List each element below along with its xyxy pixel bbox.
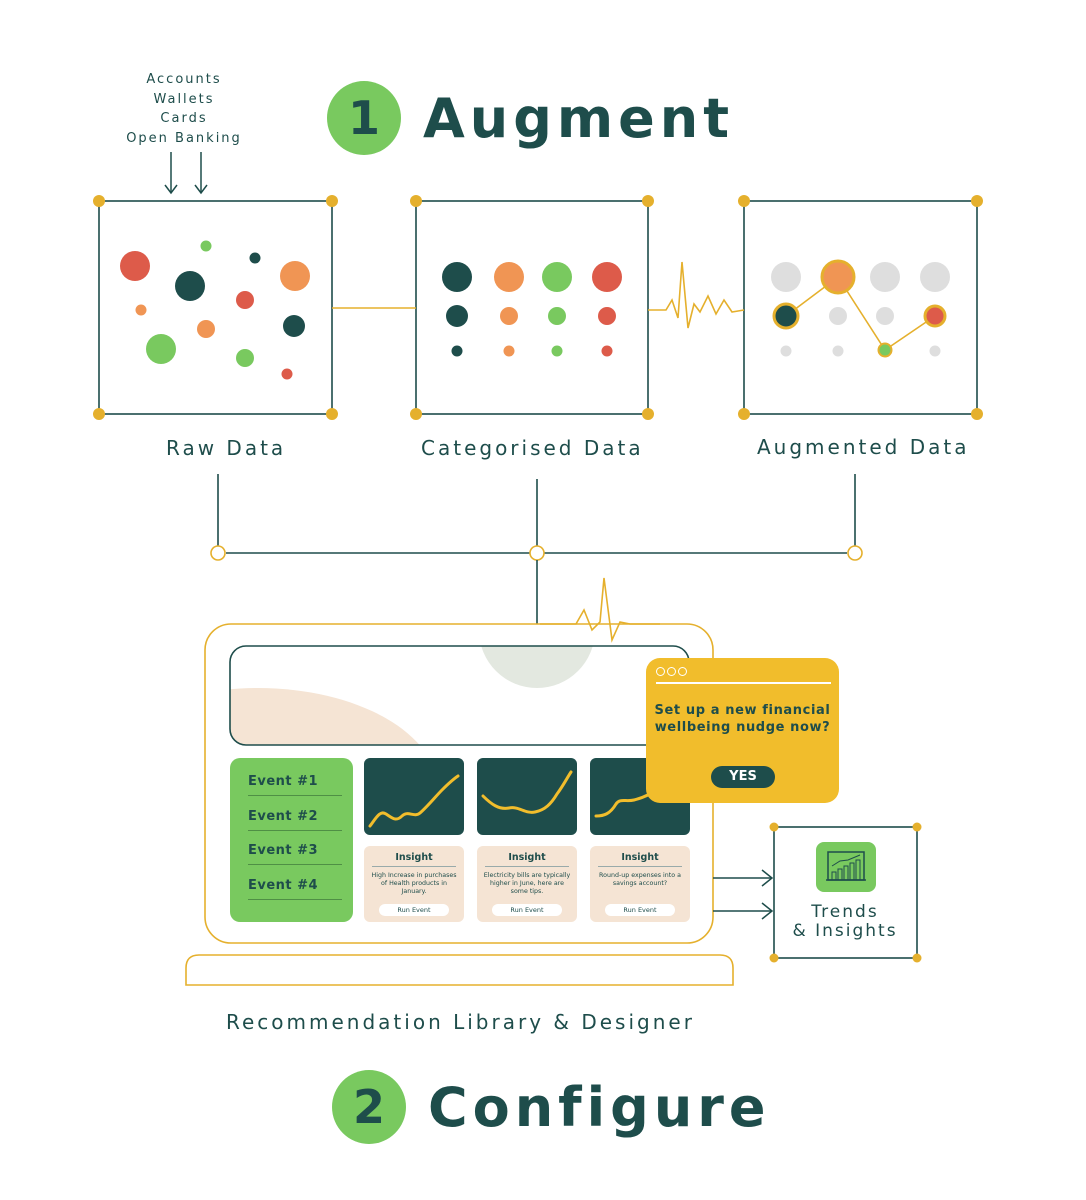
categorised-data-frame: [410, 195, 654, 420]
source-wallets: Wallets: [153, 91, 215, 107]
event-item-1[interactable]: Event #1: [248, 774, 342, 796]
augment-heading: 1 Augment: [327, 81, 734, 155]
output-arrows: [713, 869, 774, 920]
popup-title-bar: [656, 682, 831, 684]
data-sources-list: Accounts Wallets Cards Open Banking: [112, 70, 256, 148]
trends-label-line-1: Trends: [811, 902, 879, 922]
insight-body: Electricity bills are typically higher i…: [483, 872, 571, 895]
window-dot-icon: [667, 667, 676, 676]
trends-frame: [769, 822, 922, 963]
insight-title: Insight: [485, 852, 569, 867]
run-event-button[interactable]: Run Event: [379, 904, 449, 916]
trends-insights-label: Trends & Insights: [785, 903, 905, 941]
augment-title: Augment: [423, 86, 735, 150]
insight-card-3: Insight Round-up expenses into a savings…: [590, 846, 690, 922]
augmented-data-frame: [738, 195, 983, 420]
bar-chart-icon: [816, 842, 876, 892]
trend-chart-card-2: [477, 758, 577, 835]
trend-line-3: [594, 792, 652, 818]
augmented-data-dots: [771, 259, 950, 358]
insight-title: Insight: [372, 852, 456, 867]
window-dot-icon: [678, 667, 687, 676]
raw-data-dots: [120, 240, 310, 380]
popup-message: Set up a new financial wellbeing nudge n…: [654, 703, 831, 735]
input-arrows: [164, 152, 208, 195]
insight-body: High Increase in purchases of Health pro…: [371, 872, 457, 895]
source-cards: Cards: [160, 111, 208, 126]
recommendation-library-label: Recommendation Library & Designer: [226, 1010, 695, 1034]
step-number-1: 1: [327, 81, 401, 155]
event-item-4[interactable]: Event #4: [248, 878, 342, 900]
merge-connector: [210, 474, 863, 646]
trend-chart-card-1: [364, 758, 464, 835]
yes-button[interactable]: YES: [711, 766, 775, 788]
categorised-data-dots: [442, 262, 622, 357]
run-event-button[interactable]: Run Event: [605, 904, 675, 916]
run-event-button[interactable]: Run Event: [492, 904, 562, 916]
source-open-banking: Open Banking: [126, 130, 242, 146]
augmented-data-label: Augmented Data: [757, 435, 970, 459]
source-accounts: Accounts: [146, 72, 222, 87]
heartbeat-line-top: [648, 261, 745, 329]
event-item-3[interactable]: Event #3: [248, 843, 342, 865]
heartbeat-line-laptop: [540, 577, 660, 643]
nudge-popup: Set up a new financial wellbeing nudge n…: [646, 658, 839, 803]
raw-data-label: Raw Data: [166, 436, 287, 460]
configure-title: Configure: [428, 1075, 771, 1139]
trend-line-2: [481, 770, 573, 814]
insight-title: Insight: [598, 852, 682, 867]
insight-card-2: Insight Electricity bills are typically …: [477, 846, 577, 922]
categorised-data-label: Categorised Data: [421, 436, 644, 460]
raw-data-frame: [93, 195, 338, 420]
step-number-2: 2: [332, 1070, 406, 1144]
event-item-2[interactable]: Event #2: [248, 809, 342, 831]
event-list: Event #1 Event #2 Event #3 Event #4: [230, 758, 353, 922]
window-dot-icon: [656, 667, 665, 676]
configure-heading: 2 Configure: [332, 1070, 771, 1144]
insight-card-1: Insight High Increase in purchases of He…: [364, 846, 464, 922]
trend-line-1: [368, 774, 460, 828]
trends-label-line-2: & Insights: [792, 921, 898, 941]
insight-body: Round-up expenses into a savings account…: [599, 872, 681, 887]
